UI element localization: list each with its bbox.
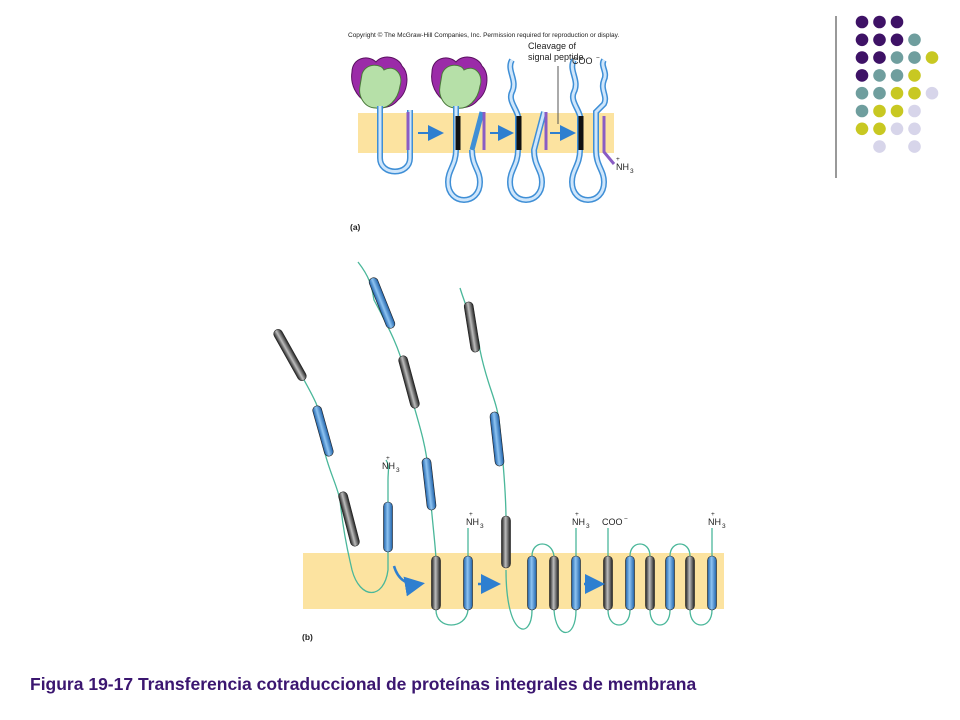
decorative-dot [873, 140, 886, 153]
helix-blue [527, 555, 537, 611]
protein-stage-3 [506, 58, 548, 203]
nh3-label-b-3: NH [572, 517, 585, 527]
helix-gray [645, 555, 655, 611]
protein-stage-4 [568, 58, 616, 203]
decorative-dot [925, 86, 939, 100]
decorative-dot [855, 15, 869, 29]
nh3-plus-b-3: + [575, 511, 579, 518]
decorative-dot [855, 122, 869, 136]
helix-gray [273, 329, 307, 381]
decorative-dot [890, 33, 904, 47]
membrane-b [303, 553, 724, 609]
helix-gray [603, 555, 613, 611]
decorative-dot [908, 51, 921, 64]
helix-gray [431, 555, 441, 611]
helix-blue [383, 501, 393, 553]
decorative-dot [855, 69, 869, 82]
decorative-dot [873, 122, 886, 136]
coo-label-a: COO [572, 56, 593, 66]
panel-b-label: (b) [302, 632, 313, 642]
decorative-dot [925, 51, 939, 64]
decorative-dot [890, 51, 904, 64]
decorative-dot [873, 69, 886, 82]
nh3-plus-b-4: + [711, 511, 715, 518]
helix-blue [489, 411, 505, 467]
nh3-label-b-2: NH [466, 517, 479, 527]
helix-gray [685, 555, 695, 611]
coo-label-b: COO [602, 517, 623, 527]
nh3-plus-b-2: + [469, 511, 473, 518]
coo-charge-a: − [596, 55, 600, 62]
decorative-dot [890, 86, 904, 100]
figure-caption: Figura 19-17 Transferencia cotraducciona… [30, 674, 697, 694]
helix-blue [312, 405, 334, 457]
helix-blue [571, 555, 581, 611]
helix-gray [338, 491, 360, 547]
membrane-a [358, 113, 614, 153]
decorative-dot [855, 33, 869, 47]
decorative-dot [873, 33, 886, 47]
ribosome-stage-1 [351, 56, 413, 175]
panel-a-label: (a) [350, 222, 361, 232]
cleavage-label-line2: signal peptide [528, 52, 584, 62]
helix-blue [707, 555, 717, 611]
copyright-text: Copyright © The McGraw-Hill Companies, I… [348, 31, 619, 39]
decorative-dot [908, 122, 921, 136]
cleavage-label-line1: Cleavage of [528, 41, 577, 51]
helix-blue [421, 457, 437, 511]
decorative-dot [908, 86, 921, 100]
panel-a: Cleavage of signal peptide COO − + NH 3 … [350, 41, 634, 232]
helix-gray [501, 515, 511, 569]
helix-blue [665, 555, 675, 611]
decorative-dot [873, 15, 886, 29]
decorative-dot [890, 122, 904, 136]
panel-b: + NH 3 + NH 3 + NH 3 COO − + NH 3 (b) [273, 261, 726, 642]
helix-gray [463, 301, 481, 353]
nh3-sub-a: 3 [630, 168, 634, 175]
arrow-b-1 [392, 565, 425, 597]
nh3-plus-b-1: + [386, 455, 390, 462]
decorative-dot [873, 51, 886, 64]
nh3-plus-a: + [616, 156, 620, 163]
decorative-dot [890, 69, 904, 82]
decorative-dot [873, 104, 886, 118]
decorative-dot [855, 104, 869, 118]
nh3-label-a: NH [616, 162, 629, 172]
decorative-dot [908, 69, 921, 82]
helix-blue [625, 555, 635, 611]
helix-gray [398, 355, 420, 409]
nh3-sub-b-3: 3 [586, 523, 590, 530]
helix-blue [368, 277, 396, 329]
nh3-sub-b-4: 3 [722, 523, 726, 530]
nh3-label-b-4: NH [708, 517, 721, 527]
decorative-dot [873, 86, 886, 100]
decorative-dot [890, 104, 904, 118]
decorative-dot [908, 33, 921, 47]
nh3-sub-b-1: 3 [396, 467, 400, 474]
decorative-dot [855, 86, 869, 100]
helix-gray [549, 555, 559, 611]
nh3-label-b-1: NH [382, 461, 395, 471]
decorative-dot [855, 51, 869, 64]
ribosome-stage-2 [431, 56, 488, 203]
decorative-dot [890, 15, 904, 29]
helix-blue [463, 555, 473, 611]
coo-charge-b: − [624, 516, 628, 523]
nh3-sub-b-2: 3 [480, 523, 484, 530]
decorative-dot [908, 140, 921, 153]
decorative-dot [908, 104, 921, 118]
decorative-dot-grid [835, 15, 939, 178]
